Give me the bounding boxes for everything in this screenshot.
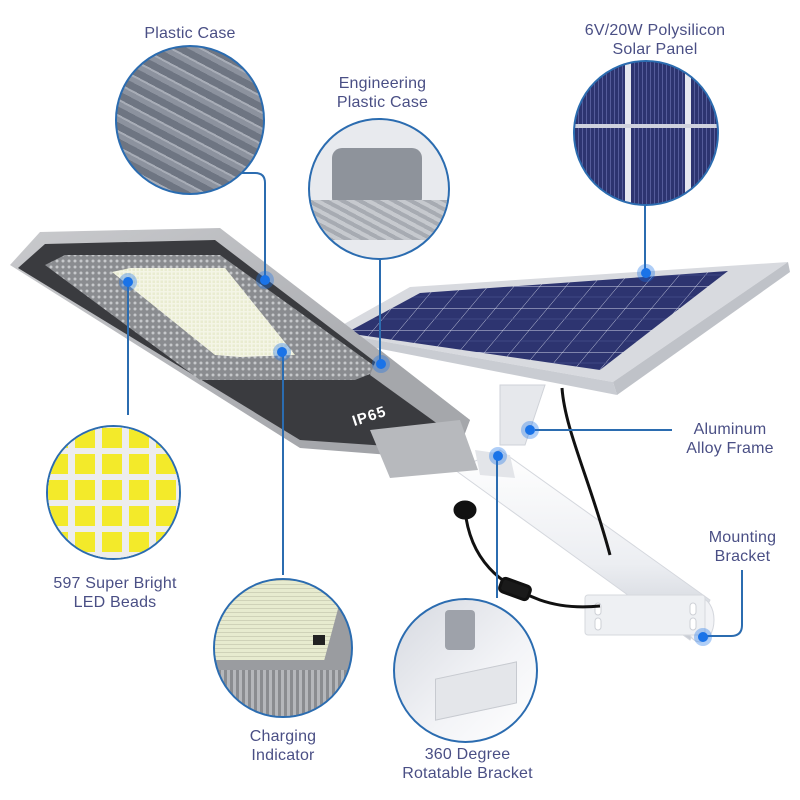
- detail-circle-solar-panel: [573, 60, 719, 206]
- label-aluminum-frame: Aluminum Alloy Frame: [686, 421, 774, 457]
- label-charging-indicator: Charging Indicator: [249, 728, 317, 764]
- detail-circle-engineering-case: [308, 118, 450, 260]
- aluminum-frame-arm: [499, 384, 546, 446]
- callout-dot-mounting-bracket: [698, 632, 708, 642]
- detail-circle-rotatable-bracket: [393, 598, 538, 743]
- detail-circle-charging-indicator: [213, 578, 353, 718]
- label-plastic-case: Plastic Case: [144, 25, 236, 42]
- callout-dot-led-beads: [123, 277, 133, 287]
- rotatable-bracket-joint: [370, 420, 515, 478]
- detail-circle-plastic-case: [115, 45, 265, 195]
- label-mounting-bracket: Mounting Bracket: [708, 529, 777, 565]
- callout-dot-aluminum-frame: [525, 425, 535, 435]
- callout-dot-charging-indicator: [277, 347, 287, 357]
- callout-dot-plastic-case: [260, 275, 270, 285]
- mounting-pole: [454, 449, 715, 643]
- label-led-beads: 597 Super Bright LED Beads: [53, 575, 177, 611]
- callout-dot-solar-panel: [641, 268, 651, 278]
- label-solar-panel: 6V/20W Polysilicon Solar Panel: [584, 22, 726, 58]
- label-engineering-case: Engineering Plastic Case: [336, 75, 429, 111]
- callout-dot-engineering-case: [376, 359, 386, 369]
- label-rotatable-bracket: 360 Degree Rotatable Bracket: [402, 746, 533, 782]
- solar-panel: [330, 262, 790, 395]
- callout-lines: [127, 172, 743, 637]
- detail-circle-led-beads: [46, 425, 181, 560]
- power-cable: [453, 387, 612, 609]
- callout-dot-rotatable-bracket: [493, 451, 503, 461]
